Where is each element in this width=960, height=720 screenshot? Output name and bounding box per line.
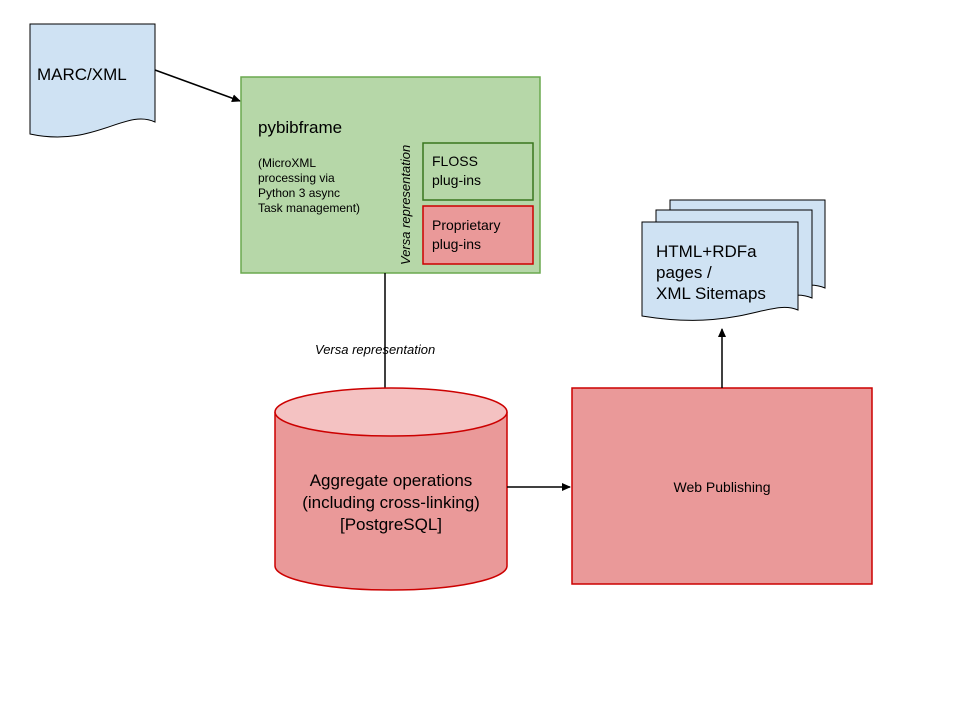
web-publishing-label: Web Publishing	[673, 479, 770, 495]
document-stack-front	[641, 221, 799, 321]
pybibframe-note-line: Task management)	[258, 201, 360, 215]
versa-representation-vertical-label: Versa representation	[398, 145, 413, 265]
floss-plugins-box-shape	[422, 142, 534, 201]
marc-xml-document: MARC/XML	[29, 23, 156, 138]
cylinder-body	[274, 412, 508, 591]
html-pages-label-line: HTML+RDFa	[656, 242, 757, 261]
versa-representation-edge-label: Versa representation	[315, 342, 435, 357]
aggregate-label-line: Aggregate operations	[310, 471, 473, 490]
proprietary-plugins-label-line: Proprietary	[432, 217, 500, 233]
marc-xml-document-shape	[29, 23, 156, 138]
html-pages-label-line: XML Sitemaps	[656, 284, 766, 303]
pybibframe-note-line: processing via	[258, 171, 335, 185]
web-publishing-box-shape	[571, 387, 873, 585]
proprietary-plugins-box: Proprietary plug-ins	[422, 205, 534, 265]
pybibframe-title: pybibframe	[258, 118, 342, 137]
arrow-marc-to-pybibframe	[154, 69, 241, 103]
aggregate-label-line: [PostgreSQL]	[340, 515, 442, 534]
floss-plugins-label-line: FLOSS	[432, 153, 478, 169]
proprietary-plugins-label-line: plug-ins	[432, 236, 481, 252]
marc-xml-label: MARC/XML	[37, 65, 127, 84]
html-rdfa-pages-documents: HTML+RDFa pages / XML Sitemaps	[641, 199, 826, 321]
floss-plugins-box: FLOSS plug-ins	[422, 142, 534, 201]
web-publishing-box: Web Publishing	[571, 387, 873, 585]
html-pages-label-line: pages /	[656, 263, 712, 282]
cylinder-top	[274, 387, 508, 437]
pybibframe-note-line: Python 3 async	[258, 186, 340, 200]
aggregate-database-cylinder: Aggregate operations (including cross-li…	[274, 387, 508, 591]
proprietary-plugins-box-shape	[422, 205, 534, 265]
pybibframe-note-line: (MicroXML	[258, 156, 316, 170]
floss-plugins-label-line: plug-ins	[432, 172, 481, 188]
aggregate-label-line: (including cross-linking)	[302, 493, 480, 512]
